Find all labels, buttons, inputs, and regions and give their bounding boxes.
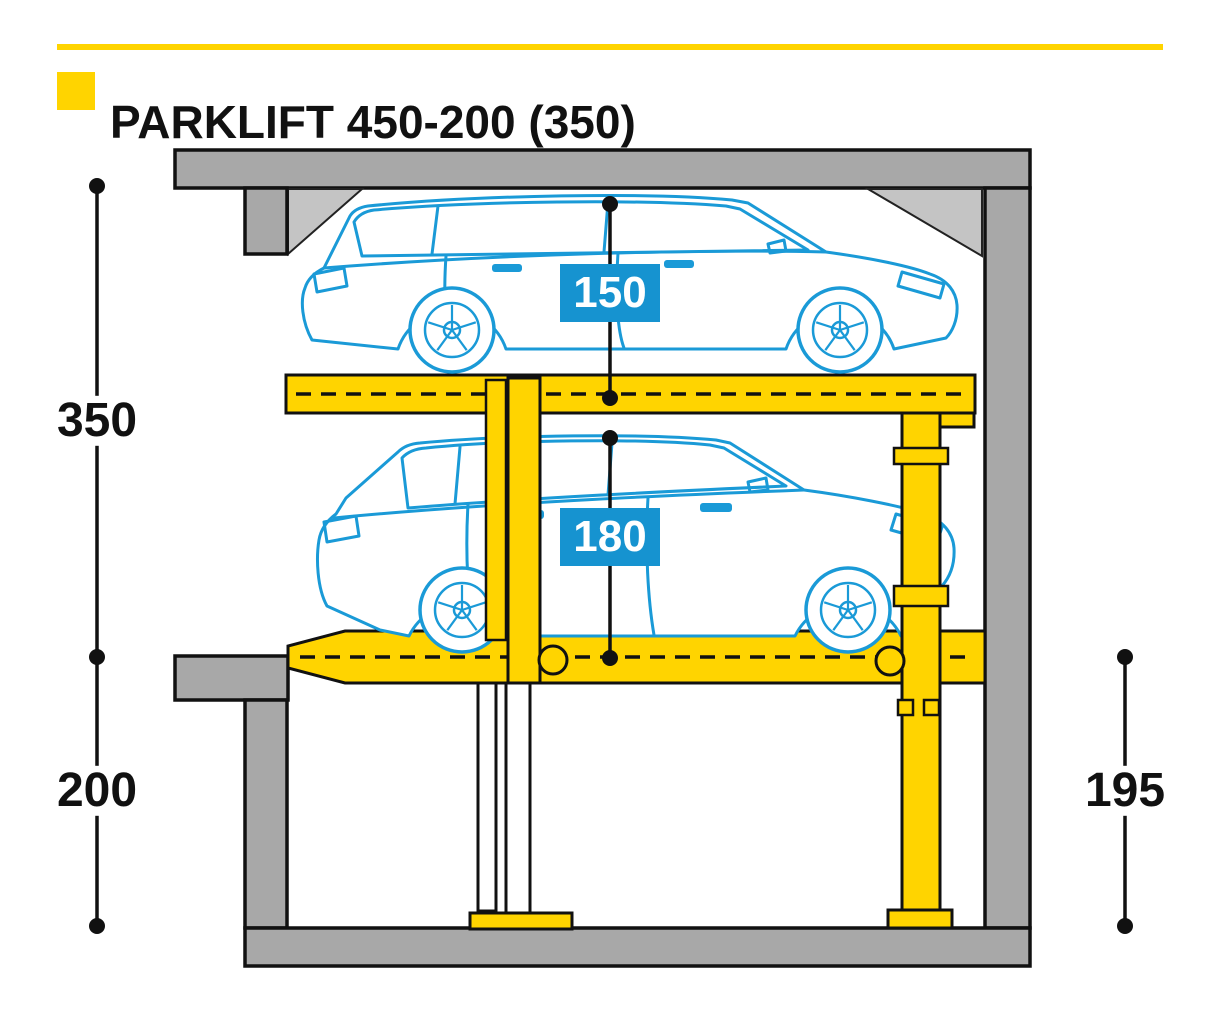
dim-label-left-lower: 200 xyxy=(50,765,144,817)
title-bullet xyxy=(57,72,95,110)
upper-car-headlight xyxy=(896,270,946,300)
ceiling-gusset-right xyxy=(864,188,983,258)
hydraulic-cylinder xyxy=(476,681,498,913)
upper-car-rear-wheel xyxy=(408,286,496,374)
upper-car-windows xyxy=(352,200,810,258)
dim-label-right: 195 xyxy=(1078,765,1172,817)
lower-car-c-pillar xyxy=(453,445,462,506)
room-structure xyxy=(173,148,1032,968)
upper-car-door-handle xyxy=(492,264,522,272)
center-post-strip xyxy=(484,378,508,642)
floor-slab xyxy=(243,926,1032,968)
driveway-slab xyxy=(173,654,290,702)
center-post xyxy=(506,376,542,685)
right-post-bracket xyxy=(922,698,941,717)
page-title: PARKLIFT 450-200 (350) xyxy=(110,95,636,148)
header-rule xyxy=(57,44,1163,50)
center-post-base xyxy=(468,911,574,931)
platform-roller xyxy=(537,644,569,676)
left-wall-lower xyxy=(243,698,289,930)
right-post-bracket xyxy=(896,698,915,717)
upper-car-door-handle xyxy=(664,260,694,268)
dimension-line-left xyxy=(89,178,105,934)
right-post-collar xyxy=(892,584,950,608)
right-post-base xyxy=(886,908,954,930)
upper-car-c-pillar xyxy=(430,204,440,256)
upper-car-mirror xyxy=(766,238,788,255)
lower-clearance-badge: 180 xyxy=(560,508,660,566)
right-wall xyxy=(983,186,1032,930)
upper-car-tail-light xyxy=(312,266,349,294)
lower-car-mirror xyxy=(746,476,770,494)
dim-label-left-upper: 350 xyxy=(50,395,144,447)
left-wall-upper xyxy=(243,186,289,256)
center-lift-column xyxy=(504,681,532,915)
right-post xyxy=(900,411,942,915)
lower-car-door-handle xyxy=(700,503,732,512)
upper-clearance-badge: 150 xyxy=(560,264,660,322)
platform-roller xyxy=(874,645,906,677)
ceiling-slab xyxy=(173,148,1032,190)
lower-car-tail-light xyxy=(322,514,361,544)
right-post-collar xyxy=(892,446,950,466)
upper-car-front-wheel xyxy=(796,286,884,374)
lower-car-front-wheel xyxy=(804,566,892,654)
lift-posts xyxy=(468,376,976,931)
